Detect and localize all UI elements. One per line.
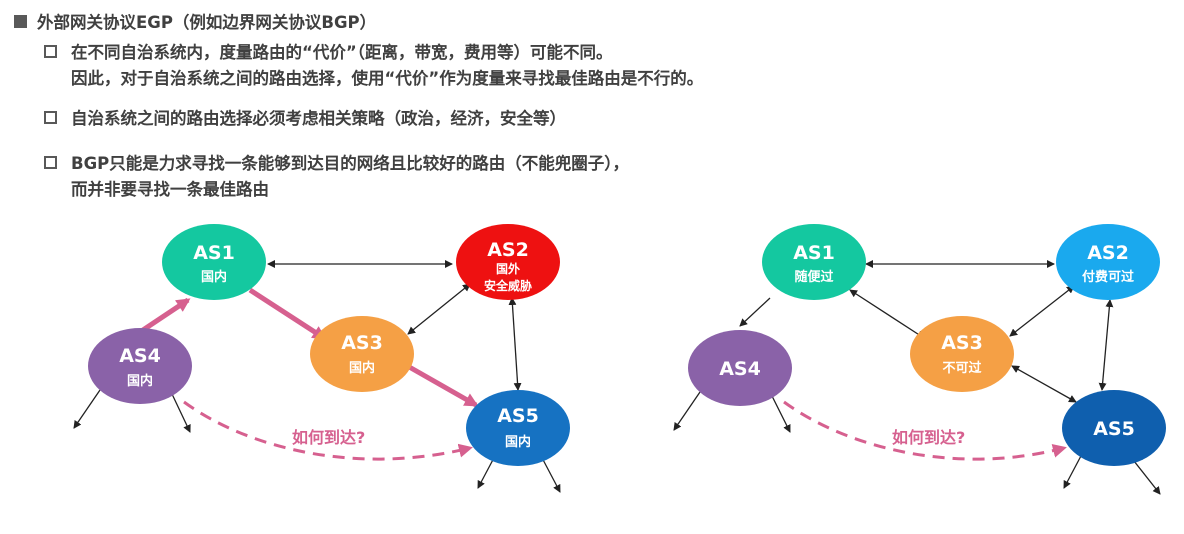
- stub-as4-right: [771, 395, 791, 433]
- node-as4: AS4: [688, 330, 792, 406]
- link-as2-as5: [508, 297, 522, 391]
- square-bullet-icon: [44, 111, 57, 124]
- node-title: AS1: [793, 242, 835, 264]
- link-as2-as3: [1009, 285, 1075, 337]
- bullet-item-2: 自治系统之间的路由选择必须考虑相关策略（政治，经济，安全等）: [44, 106, 566, 132]
- node-as2: AS2 付费可过: [1056, 224, 1160, 300]
- node-note: 国内: [201, 269, 227, 285]
- bullet-3-line-1: BGP只能是力求寻找一条能够到达目的网络且比较好的路由（不能兜圈子），: [71, 154, 629, 173]
- node-note: 国内: [505, 434, 531, 450]
- node-title: AS1: [193, 242, 235, 264]
- node-title: AS3: [941, 332, 983, 354]
- link-as1-as4: [739, 297, 771, 327]
- bullet-item-1: 在不同自治系统内，度量路由的“代价”（距离，带宽，费用等）可能不同。 因此，对于…: [44, 40, 703, 92]
- node-title: AS2: [1087, 242, 1129, 264]
- bullet-2-line-1: 自治系统之间的路由选择必须考虑相关策略（政治，经济，安全等）: [71, 109, 566, 128]
- node-note: 国内: [349, 360, 375, 376]
- node-note: 随便过: [794, 269, 833, 285]
- path-as3-as5: [402, 361, 479, 408]
- node-as5: AS5 国内: [466, 390, 570, 466]
- node-note: 国外: [496, 261, 520, 276]
- node-note: 不可过: [942, 360, 981, 376]
- square-bullet-icon: [44, 156, 57, 169]
- heading-text: 外部网关协议EGP（例如边界网关协议BGP）: [37, 13, 377, 32]
- square-bullet-icon: [44, 45, 57, 58]
- stub-as4-left: [73, 389, 101, 429]
- link-as3-as5: [1011, 365, 1077, 403]
- bullet-3-line-2: 而并非要寻找一条最佳路由: [71, 180, 269, 199]
- heading-bullet-icon: [14, 14, 27, 28]
- section-heading: 外部网关协议EGP（例如边界网关协议BGP）: [14, 8, 376, 34]
- node-as3: AS3 国内: [310, 316, 414, 392]
- left-diagram: 如何到达? AS1 国内 AS2 国外 安全威胁 AS3 国内 AS4 国内 A…: [73, 224, 570, 493]
- link-as1-as3: [849, 289, 925, 339]
- right-diagram: 如何到达? AS1 随便过 AS2 付费可过 AS3 不可过 AS4 AS5: [673, 224, 1166, 495]
- node-as4: AS4 国内: [88, 328, 192, 404]
- node-as5: AS5: [1062, 390, 1166, 466]
- node-note: 付费可过: [1082, 269, 1134, 285]
- node-as1: AS1 国内: [162, 224, 266, 300]
- link-as2-as5: [1098, 299, 1114, 391]
- node-title: AS4: [119, 345, 161, 367]
- node-title: AS2: [487, 239, 529, 261]
- link-as2-as3: [407, 283, 471, 335]
- node-title: AS5: [497, 405, 539, 427]
- stub-as4-left: [673, 391, 701, 431]
- question-label: 如何到达?: [292, 428, 365, 447]
- node-as3: AS3 不可过: [910, 316, 1014, 392]
- bullet-item-3: BGP只能是力求寻找一条能够到达目的网络且比较好的路由（不能兜圈子）， 而并非要…: [44, 151, 629, 203]
- stub-as4-right: [171, 393, 191, 433]
- node-title: AS5: [1093, 418, 1135, 440]
- question-label: 如何到达?: [892, 428, 965, 447]
- node-title: AS4: [719, 358, 761, 380]
- node-note: 国内: [127, 373, 153, 389]
- node-as2: AS2 国外 安全威胁: [456, 224, 560, 300]
- node-as1: AS1 随便过: [762, 224, 866, 300]
- stub-as5-left: [1063, 453, 1083, 489]
- path-as1-as3: [248, 287, 327, 341]
- bullet-1-line-2: 因此，对于自治系统之间的路由选择，使用“代价”作为度量来寻找最佳路由是不行的。: [71, 69, 704, 88]
- bullet-1-line-1: 在不同自治系统内，度量路由的“代价”（距离，带宽，费用等）可能不同。: [71, 43, 613, 62]
- dashed-route: [783, 400, 1067, 461]
- node-title: AS3: [341, 332, 383, 354]
- node-note: 安全威胁: [484, 278, 532, 293]
- path-as4-as1: [138, 297, 191, 335]
